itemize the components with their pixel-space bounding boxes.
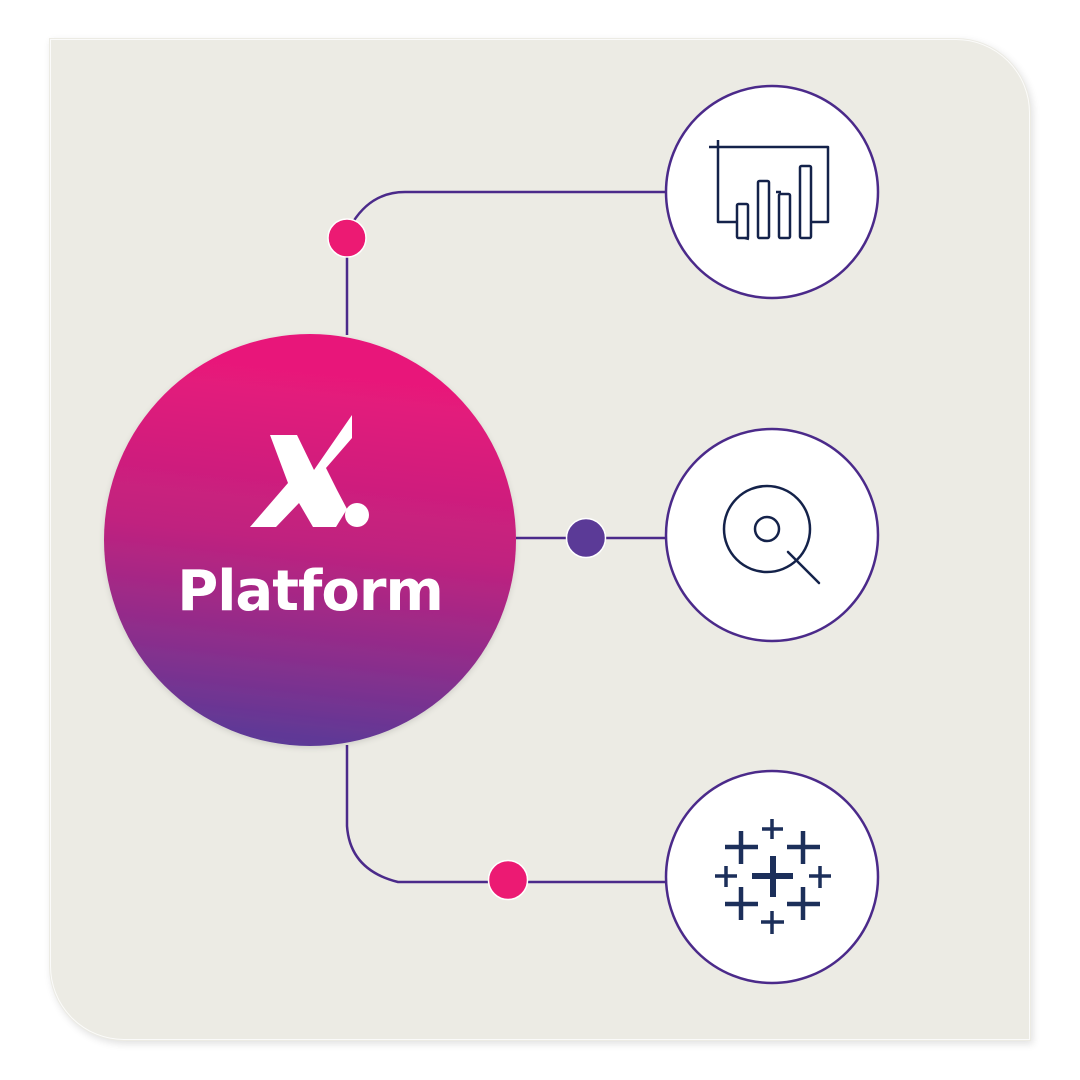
node-analytics[interactable] (664, 84, 880, 300)
platform-main-circle[interactable] (104, 334, 516, 746)
connector-dot-middle (565, 517, 607, 559)
node-search[interactable] (664, 427, 880, 643)
connector-top (345, 190, 665, 335)
magnifier-target-icon (722, 484, 821, 585)
connector-bottom (345, 745, 665, 884)
bar-chart-icon (709, 140, 830, 241)
platform-label: Platform (177, 559, 444, 624)
tableau-plus-cluster-icon (715, 819, 831, 934)
x-logo-icon (250, 415, 369, 527)
connector-dot-bottom (487, 859, 529, 901)
connector-dot-top (327, 218, 367, 258)
node-tableau[interactable] (664, 769, 880, 985)
